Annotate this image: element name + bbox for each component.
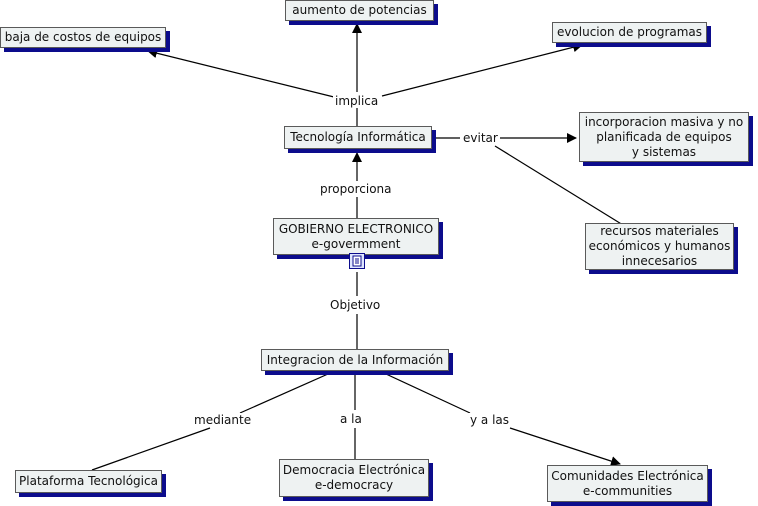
node-gobierno-electronico[interactable]: GOBIERNO ELECTRONICO e-govermment: [273, 218, 439, 255]
node-label: evolucion de programas: [556, 25, 703, 39]
line-integracion-yalas: [385, 373, 471, 414]
link-label-objetivo: Objetivo: [328, 298, 383, 312]
node-aumento-de-potencias[interactable]: aumento de potencias: [285, 0, 434, 21]
node-label: incorporacion masiva y no planificada de…: [584, 114, 744, 159]
node-label: Integracion de la Información: [266, 352, 444, 367]
node-label: aumento de potencias: [292, 3, 427, 17]
node-comunidades-electronica[interactable]: Comunidades Electrónica e-communities: [547, 465, 708, 502]
node-evolucion-de-programas[interactable]: evolucion de programas: [552, 22, 707, 43]
link-label-implica: implica: [333, 94, 381, 108]
link-label-mediante: mediante: [192, 413, 254, 427]
document-icon[interactable]: [349, 253, 365, 269]
node-baja-de-costos[interactable]: baja de costos de equipos: [0, 27, 166, 48]
line-implica-baja: [147, 48, 335, 98]
node-label: Tecnología Informática: [290, 130, 426, 144]
node-recursos-materiales[interactable]: recursos materiales económicos y humanos…: [585, 223, 734, 270]
line-yalas-comunidades: [509, 427, 621, 466]
line-implica-evolucion: [381, 42, 583, 97]
line-mediante-plataforma: [91, 427, 211, 471]
node-label: GOBIERNO ELECTRONICO e-govermment: [278, 221, 434, 251]
line-integracion-mediante: [239, 373, 329, 414]
link-label-proporciona: proporciona: [318, 182, 394, 196]
node-label: baja de costos de equipos: [4, 30, 162, 44]
line-evitar-recursos: [494, 145, 624, 226]
link-label-y-a-las: y a las: [468, 413, 512, 427]
node-democracia-electronica[interactable]: Democracia Electrónica e-democracy: [279, 459, 429, 497]
node-label: Democracia Electrónica e-democracy: [282, 463, 426, 492]
node-label: recursos materiales económicos y humanos…: [588, 224, 731, 268]
node-label: Plataforma Tecnológica: [19, 474, 158, 488]
node-label: Comunidades Electrónica e-communities: [551, 468, 704, 498]
node-tecnologia-informatica[interactable]: Tecnología Informática: [284, 126, 432, 149]
node-plataforma-tecnologica[interactable]: Plataforma Tecnológica: [15, 470, 162, 493]
node-incorporacion-masiva[interactable]: incorporacion masiva y no planificada de…: [579, 112, 749, 162]
node-integracion-informacion[interactable]: Integracion de la Información: [261, 349, 449, 371]
link-label-a-la: a la: [338, 412, 364, 426]
link-label-evitar: evitar: [461, 131, 500, 145]
